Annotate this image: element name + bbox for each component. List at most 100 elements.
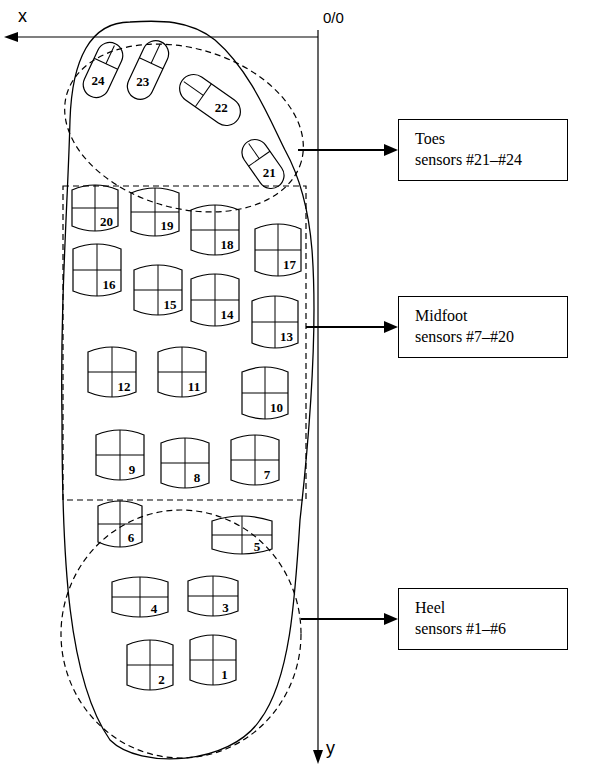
sensor-number: 12 bbox=[118, 379, 131, 394]
sensor-divider bbox=[255, 250, 301, 251]
sensor-pad: 20 bbox=[72, 182, 118, 234]
sensor-border bbox=[191, 274, 239, 326]
sensor-pad: 6 bbox=[98, 498, 142, 550]
y-axis-arrowhead bbox=[313, 750, 323, 764]
sensor-divider bbox=[106, 46, 114, 64]
sensor-pad: 14 bbox=[191, 271, 239, 329]
region-heading: Midfoot bbox=[415, 305, 549, 326]
sensor-pad: 2 bbox=[127, 637, 173, 693]
sensor-pad: 7 bbox=[231, 432, 279, 488]
callout-box: Heelsensors #1–#6 bbox=[398, 588, 568, 650]
sensor-pad: 18 bbox=[191, 202, 239, 258]
sensor-border bbox=[231, 435, 279, 485]
region-heading: Toes bbox=[415, 128, 549, 149]
sensor-number: 20 bbox=[100, 214, 113, 229]
sensor-outline bbox=[127, 637, 173, 693]
sensor-number: 5 bbox=[254, 539, 261, 554]
sensor-pad: 8 bbox=[161, 435, 209, 491]
sensor-divider bbox=[212, 535, 272, 536]
leader-arrowhead bbox=[384, 613, 398, 625]
sensor-border bbox=[79, 38, 127, 102]
sensor-pad: 13 bbox=[252, 293, 298, 351]
sensor-number: 16 bbox=[103, 277, 116, 292]
leader-arrowhead bbox=[384, 144, 398, 156]
sensor-range: sensors #1–#6 bbox=[415, 618, 549, 639]
sensor-border bbox=[73, 244, 121, 296]
sensor-number: 21 bbox=[263, 165, 276, 180]
sensor-pad: 19 bbox=[131, 185, 179, 239]
sensor-pad: 9 bbox=[96, 427, 144, 483]
sensor-divider bbox=[88, 372, 136, 373]
sensor-border bbox=[252, 296, 298, 348]
sensor-outline bbox=[188, 573, 238, 619]
sensor-divider bbox=[98, 524, 142, 525]
sensor-border bbox=[112, 577, 168, 617]
sensor-border bbox=[96, 430, 144, 480]
y-axis bbox=[317, 30, 318, 752]
sensor-pad: 23 bbox=[135, 39, 161, 101]
sensor-divider bbox=[134, 290, 182, 291]
sensor-pad: 5 bbox=[212, 513, 272, 557]
sensor-divider bbox=[231, 460, 279, 461]
toes-region bbox=[45, 17, 324, 238]
sensor-outline bbox=[112, 574, 168, 620]
sensor-number: 11 bbox=[188, 379, 200, 394]
axis-label: y bbox=[326, 738, 335, 759]
toe-sensor-outline bbox=[237, 134, 289, 193]
sensor-border bbox=[237, 134, 289, 193]
sensor-outline bbox=[212, 513, 272, 557]
sensor-border bbox=[190, 635, 236, 685]
sensor-border bbox=[191, 205, 239, 255]
sensor-divider bbox=[190, 660, 236, 661]
heel-region bbox=[61, 510, 301, 758]
sensor-number: 19 bbox=[161, 218, 174, 233]
sensor-number: 9 bbox=[129, 462, 136, 477]
sensor-border bbox=[158, 347, 206, 397]
sensor-divider bbox=[184, 82, 204, 96]
sensor-number: 6 bbox=[128, 530, 135, 545]
leader-arrowhead bbox=[384, 321, 398, 333]
sensor-outline bbox=[98, 498, 142, 550]
sensor-border bbox=[131, 188, 179, 236]
sensor-number: 14 bbox=[221, 307, 234, 322]
sensor-number: 10 bbox=[270, 400, 283, 415]
leader-arrow bbox=[298, 149, 386, 151]
sensor-pad: 1 bbox=[190, 632, 236, 688]
sensor-divider bbox=[73, 270, 121, 271]
sensor-border bbox=[134, 265, 182, 315]
sensor-number: 15 bbox=[164, 297, 177, 312]
x-axis-arrowhead bbox=[4, 32, 18, 42]
sensor-pad: 21 bbox=[250, 137, 276, 191]
sensor-divider bbox=[188, 596, 238, 597]
sensor-divider bbox=[151, 44, 160, 64]
midfoot-region bbox=[63, 186, 306, 500]
sensor-divider bbox=[191, 230, 239, 231]
sensor-number: 4 bbox=[151, 601, 158, 616]
sensor-number: 2 bbox=[158, 672, 165, 687]
callout-box: Toessensors #21–#24 bbox=[398, 119, 568, 181]
sensor-pad: 16 bbox=[73, 241, 121, 299]
sensor-pad: 24 bbox=[90, 41, 116, 99]
sensor-divider bbox=[191, 300, 239, 301]
sensor-pad: 22 bbox=[196, 66, 224, 134]
sensor-divider bbox=[252, 322, 298, 323]
sensor-border bbox=[98, 501, 142, 547]
sensor-pad: 3 bbox=[188, 573, 238, 619]
sensor-border bbox=[212, 516, 272, 554]
sensor-number: 8 bbox=[194, 470, 201, 485]
sensor-divider bbox=[131, 212, 179, 213]
sensor-outline bbox=[231, 432, 279, 488]
sensor-number: 1 bbox=[221, 667, 228, 682]
sensor-divider bbox=[96, 455, 144, 456]
sensor-pad: 10 bbox=[242, 364, 288, 422]
sensor-pad: 4 bbox=[112, 574, 168, 620]
axis-label: 0/0 bbox=[323, 9, 344, 26]
sensor-number: 7 bbox=[264, 467, 271, 482]
callout-box: Midfootsensors #7–#20 bbox=[398, 296, 568, 358]
x-axis bbox=[16, 36, 318, 37]
sensor-divider bbox=[249, 144, 260, 159]
sensor-divider bbox=[158, 372, 206, 373]
sensor-border bbox=[188, 576, 238, 616]
